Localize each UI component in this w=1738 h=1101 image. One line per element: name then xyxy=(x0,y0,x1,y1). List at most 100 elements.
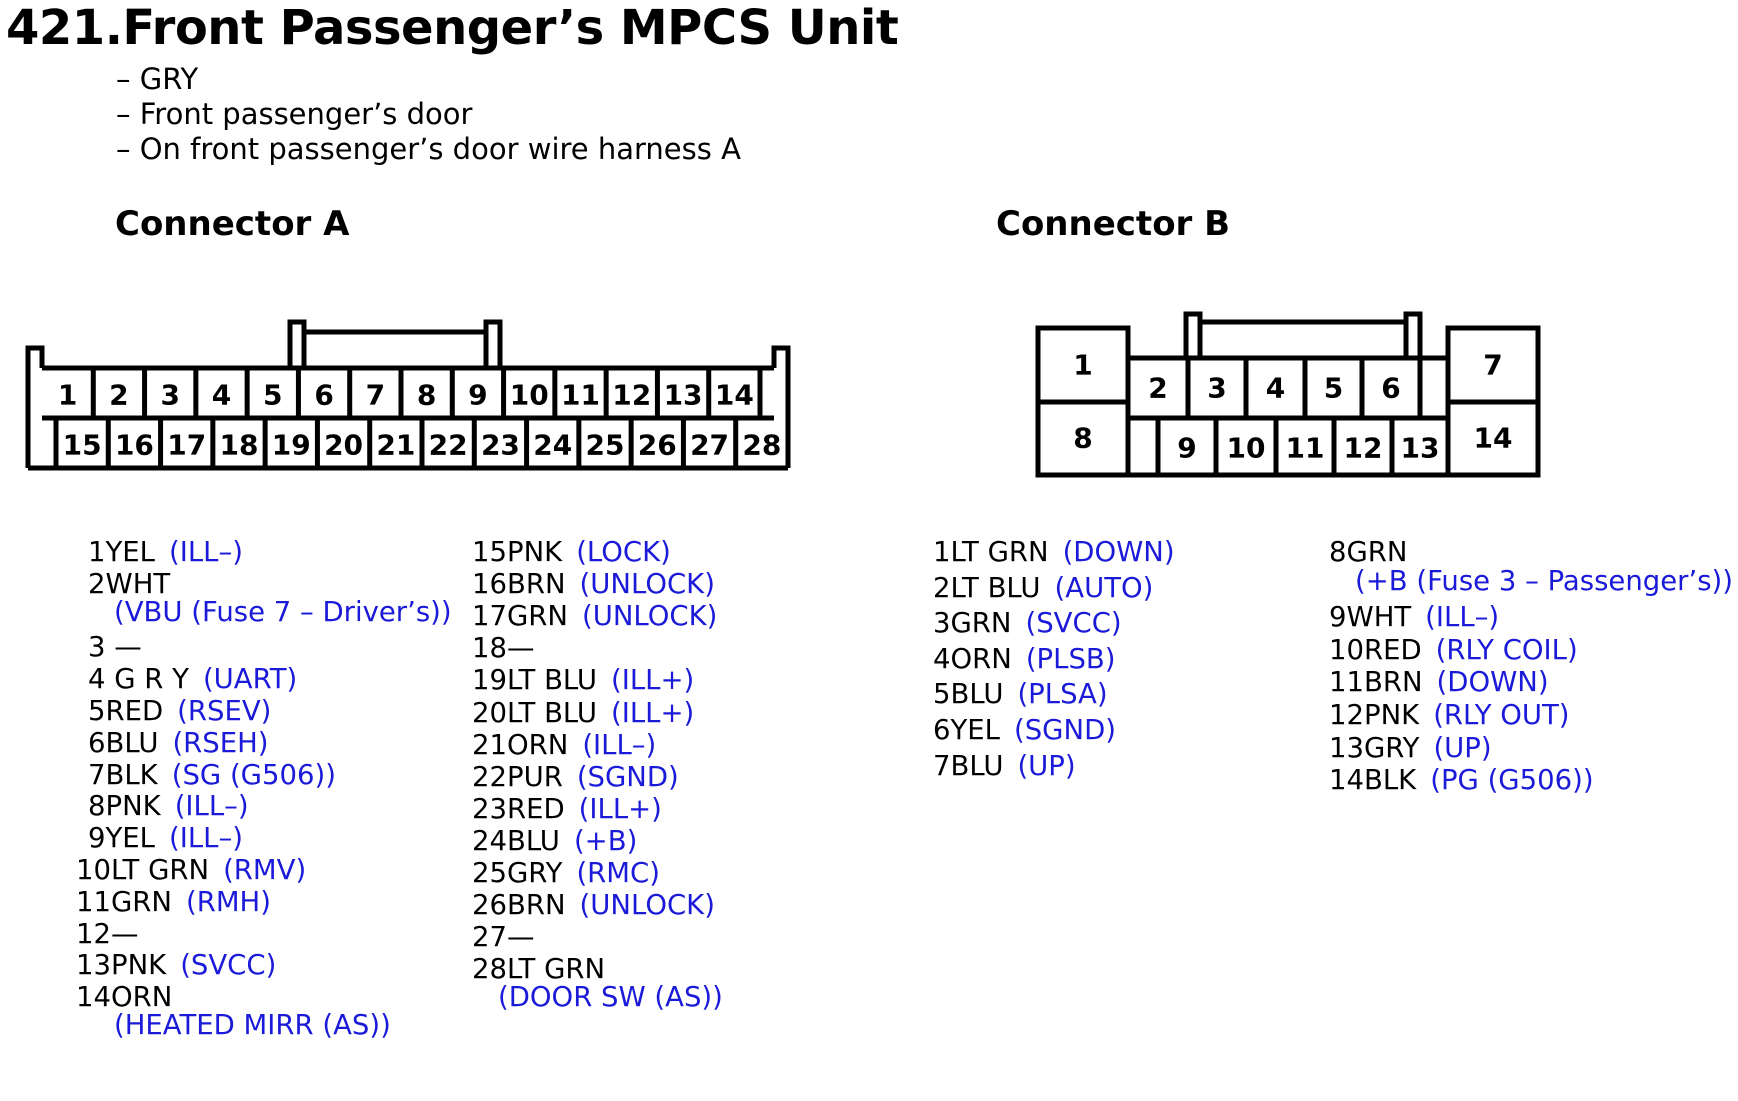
pin-signal-desc: (ILL+) xyxy=(578,792,662,825)
pin-wire-label: 15PNK xyxy=(472,536,563,568)
pin-signal-desc: (AUTO) xyxy=(1054,571,1154,604)
connector-a-pin-15: 15 xyxy=(63,429,102,462)
pin-entry: 14ORN xyxy=(76,981,172,1013)
pin-entry: 28LT GRN xyxy=(472,953,605,985)
pin-entry: 13GRY (UP) xyxy=(1329,732,1492,764)
pin-wire-label: 13PNK xyxy=(76,949,167,982)
connector-a-pin-24: 24 xyxy=(533,429,572,462)
pin-wire-label: 7BLU xyxy=(933,749,1004,782)
connector-a-pin-4: 4 xyxy=(212,379,231,412)
pin-wire-label: 25GRY xyxy=(472,857,563,889)
connector-a-pin-14: 14 xyxy=(715,379,754,412)
pin-signal-desc: (VBU (Fuse 7 – Driver’s)) xyxy=(114,595,452,628)
connector-a-pin-27: 27 xyxy=(690,429,729,462)
pin-entry: 12— xyxy=(76,918,139,950)
pin-wire-label: 3 — xyxy=(88,631,142,664)
pin-entry: 14BLK(PG (G506)) xyxy=(1329,764,1594,796)
pin-entry: 1LT GRN (DOWN) xyxy=(933,536,1175,568)
connector-a-pin-25: 25 xyxy=(586,429,625,462)
connector-a-heading: Connector A xyxy=(115,204,350,244)
pin-entry: 5BLU(PLSA) xyxy=(933,678,1108,710)
pin-wire-label: 23RED xyxy=(472,792,565,825)
pin-entry: 16BRN(UNLOCK) xyxy=(472,568,715,600)
pin-signal-desc: (RMC) xyxy=(576,857,660,889)
connector-a-pin-3: 3 xyxy=(160,379,179,412)
pin-wire-label: 5RED xyxy=(88,695,164,727)
connector-a-pin-17: 17 xyxy=(167,429,206,462)
pin-wire-label: 19LT BLU xyxy=(472,664,598,697)
pin-entry: 25GRY (RMC) xyxy=(472,857,660,889)
pin-signal-desc: (ILL–) xyxy=(582,728,657,761)
connector-a-latch-left xyxy=(287,319,307,371)
connector-b-pin-14: 14 xyxy=(1474,422,1513,455)
pin-wire-label: 16BRN xyxy=(472,568,566,601)
pin-entry: 18— xyxy=(472,632,535,664)
pin-signal-desc: (ILL–) xyxy=(1425,601,1500,634)
connector-a-pin-11: 11 xyxy=(561,379,600,412)
pin-signal-desc: (UP) xyxy=(1433,731,1492,764)
pin-signal-desc: (SG (G506)) xyxy=(171,758,336,791)
pin-entry: 6BLU(RSEH) xyxy=(88,727,269,759)
connector-b-heading: Connector B xyxy=(996,204,1231,244)
pin-signal-desc: (UNLOCK) xyxy=(581,600,718,633)
pin-signal-desc: (PG (G506)) xyxy=(1430,764,1594,797)
connector-a-pin-2: 2 xyxy=(109,379,128,412)
connector-b-pin-12: 12 xyxy=(1344,432,1383,465)
connector-a-pin-16: 16 xyxy=(115,429,154,462)
pin-signal-desc: (LOCK) xyxy=(576,536,671,568)
pin-entry: 2WHT xyxy=(88,568,170,600)
connector-b-pin-1: 1 xyxy=(1073,349,1092,382)
pin-wire-label: 10RED xyxy=(1329,633,1422,666)
pin-wire-label: 4 G R Y xyxy=(88,663,189,696)
connector-a-pin-9: 9 xyxy=(468,379,487,412)
connector-a-pin-18: 18 xyxy=(220,429,259,462)
connector-a-pin-10: 10 xyxy=(510,379,549,412)
pin-wire-label: 21ORN xyxy=(472,728,569,761)
pin-wire-label: 1YEL xyxy=(88,536,155,568)
pin-wire-label: 8GRN xyxy=(1329,536,1408,568)
connector-a-pin-13: 13 xyxy=(664,379,703,412)
connector-a-pin-28: 28 xyxy=(742,429,781,462)
pin-signal-desc: (UP) xyxy=(1017,749,1076,782)
location-notes: – GRY – Front passenger’s door – On fron… xyxy=(116,62,741,167)
pin-wire-label: 6YEL xyxy=(933,714,1000,746)
connector-a-right-lug xyxy=(771,345,791,468)
pin-wire-label: 6BLU xyxy=(88,726,159,759)
pin-signal-desc: (RLY COIL) xyxy=(1435,633,1578,666)
pin-wire-label: 14ORN xyxy=(76,981,173,1014)
pin-wire-label: 17GRN xyxy=(472,600,568,633)
connector-a-pin-21: 21 xyxy=(376,429,415,462)
connector-a-left-lug xyxy=(25,345,45,468)
pin-entry: 22PUR(SGND) xyxy=(472,761,679,793)
pin-signal-desc: (DOWN) xyxy=(1062,536,1175,568)
pin-entry: 26BRN(UNLOCK) xyxy=(472,889,715,921)
pin-signal-desc: (ILL–) xyxy=(169,822,243,855)
pin-entry: 4ORN(PLSB) xyxy=(933,643,1116,675)
pin-wire-label: 9WHT xyxy=(1329,601,1412,634)
pin-wire-label: 28LT GRN xyxy=(472,953,606,986)
page-title: 421.Front Passenger’s MPCS Unit xyxy=(6,0,899,56)
pin-wire-label: 3GRN xyxy=(933,607,1012,640)
pin-wire-label: 1LT GRN xyxy=(933,536,1049,568)
note-color: – GRY xyxy=(116,62,199,96)
pin-wire-label: 20LT BLU xyxy=(472,696,598,729)
pin-entry: 13PNK(SVCC) xyxy=(76,949,276,981)
pin-entry: 9WHT (ILL–) xyxy=(1329,601,1499,633)
connector-a-pin-12: 12 xyxy=(612,379,651,412)
connector-b-pin-8: 8 xyxy=(1073,422,1092,455)
connector-b-pin-11: 11 xyxy=(1286,432,1325,465)
connector-a-latch-right xyxy=(483,319,503,371)
pin-wire-label: 13GRY xyxy=(1329,731,1420,764)
pin-wire-label: 9YEL xyxy=(88,822,155,855)
pin-wire-label: 12— xyxy=(76,917,139,950)
connector-b-pin-6: 6 xyxy=(1381,372,1400,405)
pin-signal-desc: (PLSA) xyxy=(1017,678,1108,711)
pin-entry: 6YEL(SGND) xyxy=(933,714,1116,746)
connector-a-pin-7: 7 xyxy=(366,379,385,412)
pin-entry: 7BLU (UP) xyxy=(933,750,1076,782)
connector-a-pin-22: 22 xyxy=(429,429,468,462)
pin-wire-label: 10LT GRN xyxy=(76,854,210,886)
pin-entry: 1YEL(ILL–) xyxy=(88,536,243,568)
